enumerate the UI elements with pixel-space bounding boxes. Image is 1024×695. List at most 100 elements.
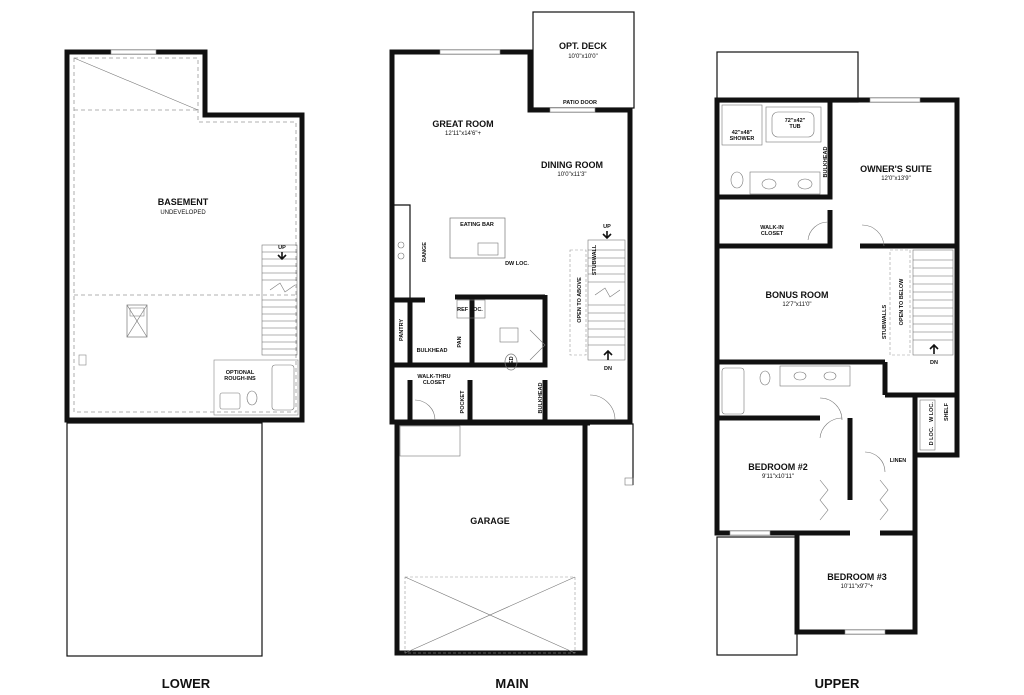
interior-wall	[392, 295, 548, 368]
upper-lower-roof-outline	[716, 536, 798, 656]
kitchen-counter	[392, 204, 411, 301]
walk-in-closet-label: CLOSET	[761, 231, 784, 237]
suite-door-swing	[861, 224, 885, 247]
bath-tub-icon	[721, 367, 745, 415]
suite-window	[869, 97, 921, 103]
tub-label: TUB	[789, 124, 800, 130]
owners-suite-dim: 12'0"x13'9"	[881, 176, 911, 182]
sink-rough-in-icon	[219, 392, 241, 410]
upper-roof-outline	[716, 51, 859, 103]
walk-in-wall	[717, 210, 833, 249]
walk-in-door-swing	[807, 221, 829, 241]
tub-outline	[765, 106, 822, 143]
garage-door	[404, 576, 576, 654]
patio-door	[549, 107, 596, 113]
basement-note: UNDEVELOPED	[160, 210, 206, 216]
w-loc-label: W LOC.	[929, 402, 935, 422]
main-stairs	[569, 239, 626, 361]
walk-thru-label: WALK-THRU	[417, 374, 450, 380]
basement-walls	[64, 49, 305, 423]
pedestal-sink-icon	[504, 353, 518, 371]
basement-diagonal	[73, 57, 199, 111]
eating-bar-island	[449, 217, 506, 259]
upper-bulkhead-label: BULKHEAD	[823, 147, 829, 178]
main-level-label: MAIN	[495, 676, 528, 691]
bulkhead-label-2: BULKHEAD	[538, 383, 544, 414]
bath-door-swing	[819, 397, 843, 421]
eating-bar-label: EATING BAR	[460, 222, 494, 228]
great-room-dim: 12'11"x14'6"+	[445, 131, 481, 137]
lower-up-label: UP	[278, 245, 286, 251]
bed2-door-swing	[819, 417, 843, 439]
pocket-label: POCKET	[460, 390, 466, 414]
deck-name: OPT. DECK	[559, 41, 608, 51]
garage-door-swing	[414, 399, 436, 421]
closet-label: CLOSET	[423, 380, 446, 386]
patio-door-label: PATIO DOOR	[563, 100, 597, 106]
open-to-below-label: OPEN TO BELOW	[899, 278, 905, 325]
lower-level-plan: UP OPTIONAL ROUGH-INS BASEMENT UNDEVELOP…	[64, 49, 305, 691]
tub-size-label: 72"x42"	[785, 118, 806, 124]
linen-label: LINEN	[890, 458, 907, 464]
dn-arrow-icon	[603, 349, 613, 360]
sink-icon	[761, 178, 777, 190]
front-door-swing	[589, 394, 616, 421]
rough-ins-area	[213, 359, 299, 416]
up-arrow-icon	[602, 231, 612, 240]
bonus-room-dim: 12'7"x11'0"	[782, 302, 811, 308]
up-arrow-icon	[277, 252, 287, 261]
owners-suite-name: OWNER'S SUITE	[860, 164, 932, 174]
deck-outline	[532, 11, 635, 109]
upper-dn-label: DN	[930, 360, 938, 366]
dw-loc-label: DW LOC.	[505, 261, 529, 267]
side-walkway	[588, 423, 634, 485]
basement-dashed-outline	[73, 57, 297, 413]
basement-name: BASEMENT	[158, 197, 209, 207]
dining-room-dim: 10'0"x11'3"	[557, 172, 586, 178]
ped-label: PED	[509, 356, 515, 367]
toilet-icon	[499, 327, 519, 343]
sink-icon	[823, 371, 837, 381]
main-level-plan: UP DN OPT. DECK 10'0"x10'0" PATIO DOOR G…	[389, 11, 635, 691]
sink-icon	[797, 178, 813, 190]
bed2-closet-door	[819, 479, 829, 521]
shower-label: SHOWER	[730, 136, 755, 142]
dn-arrow-icon	[929, 343, 939, 354]
garage-walls	[394, 424, 588, 656]
stubwall-label: STUBWALL	[592, 244, 598, 275]
shelf-label: SHELF	[944, 402, 950, 421]
bedroom2-name: BEDROOM #2	[748, 462, 808, 472]
sink-icon	[793, 371, 807, 381]
bed3-closet-door	[879, 479, 889, 521]
optional-label: OPTIONAL	[226, 370, 255, 376]
ref-loc-label: REF LOC.	[457, 307, 483, 313]
bed2-window	[729, 530, 771, 536]
toilet-rough-in-icon	[246, 390, 258, 406]
powder-door-swing	[529, 329, 546, 361]
washer-dryer	[919, 399, 936, 451]
shower-size-label: 42"x48"	[732, 130, 753, 136]
rough-ins-label: ROUGH-INS	[224, 376, 256, 382]
main-dn-label: DN	[604, 366, 612, 372]
open-to-above-label: OPEN TO ABOVE	[577, 277, 583, 323]
bed3-window	[844, 629, 886, 635]
main-walls	[389, 49, 633, 425]
tub-rough-in-icon	[271, 364, 295, 411]
rear-window	[439, 49, 501, 55]
garage-name: GARAGE	[470, 516, 510, 526]
sump-icon	[78, 354, 87, 366]
lower-garage-outline	[66, 422, 263, 657]
bulkhead-label: BULKHEAD	[417, 348, 448, 354]
lower-stairs	[261, 244, 298, 356]
kitchen-sink-icon	[477, 242, 499, 256]
shower-icon	[721, 104, 763, 146]
garage-landing	[399, 425, 461, 457]
bonus-room-name: BONUS ROOM	[766, 290, 829, 300]
pan-label: PAN	[457, 336, 463, 347]
deck-dim: 10'0"x10'0"	[568, 54, 598, 60]
bath-vanity	[779, 365, 851, 387]
bedroom3-name: BEDROOM #3	[827, 572, 887, 582]
basement-window	[110, 49, 157, 55]
lower-level-label: LOWER	[162, 676, 211, 691]
